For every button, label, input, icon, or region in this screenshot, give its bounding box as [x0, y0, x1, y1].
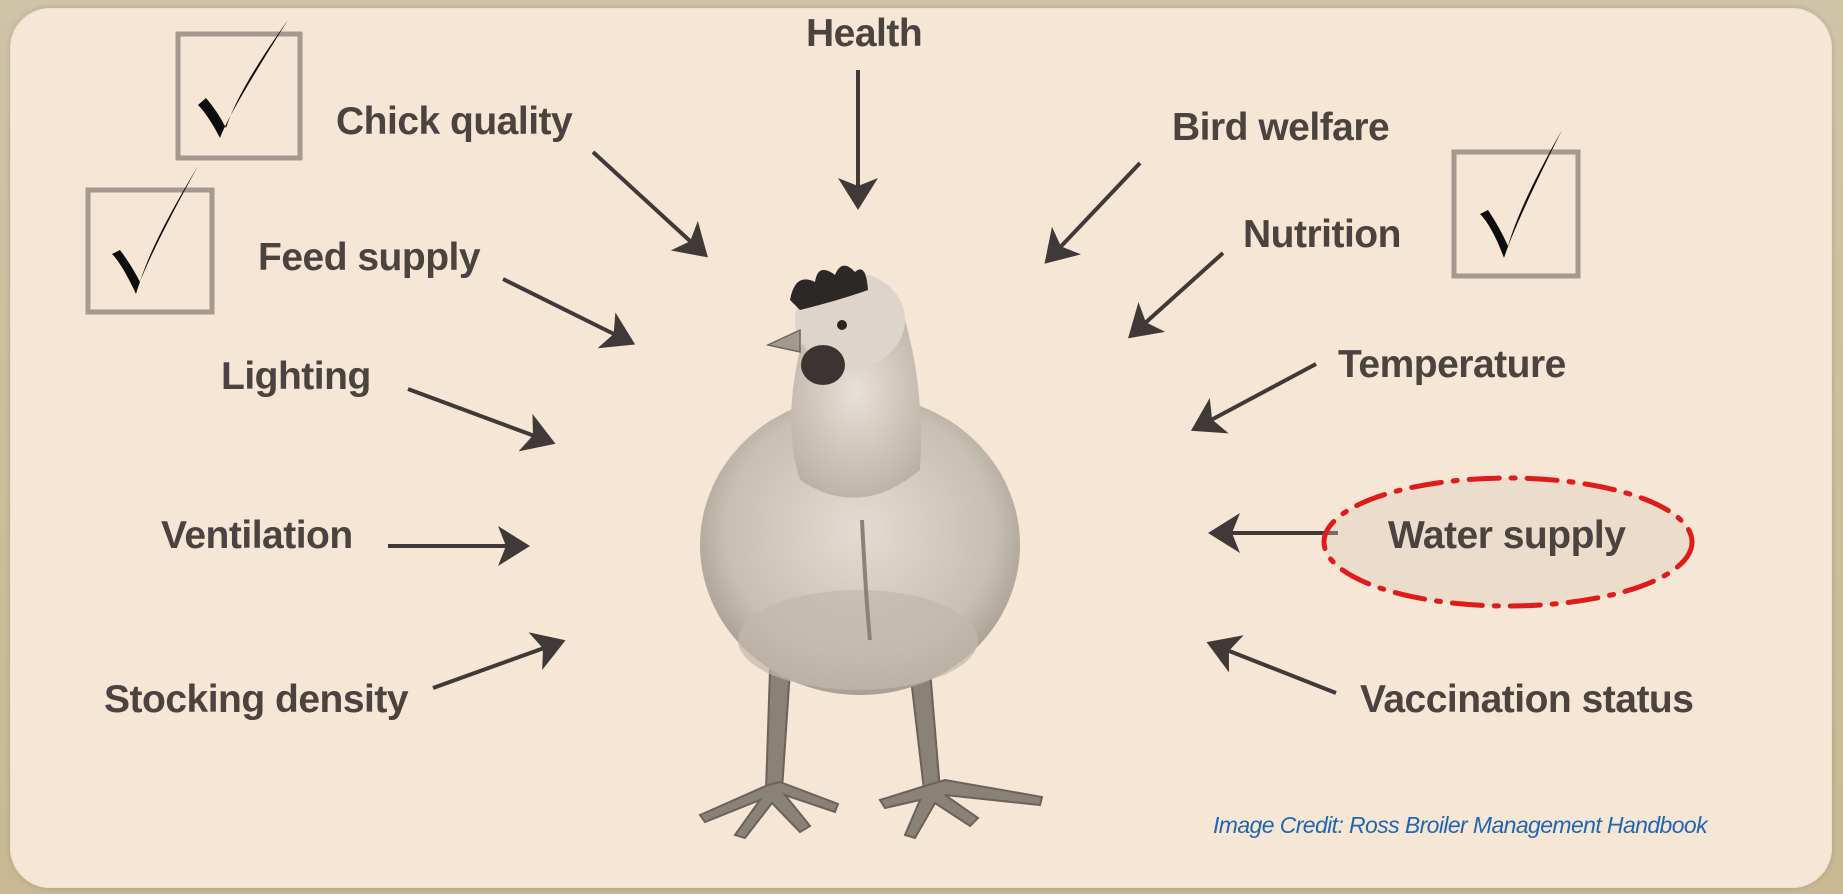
- label-vaccination-status: Vaccination status: [1360, 678, 1693, 722]
- label-health: Health: [806, 12, 922, 56]
- label-temperature: Temperature: [1338, 343, 1566, 387]
- label-stocking-density: Stocking density: [104, 678, 408, 722]
- label-feed-supply: Feed supply: [258, 236, 480, 280]
- label-ventilation: Ventilation: [161, 514, 353, 558]
- label-lighting: Lighting: [221, 355, 371, 399]
- label-bird-welfare: Bird welfare: [1172, 106, 1389, 150]
- label-water-supply: Water supply: [1388, 514, 1625, 558]
- label-nutrition: Nutrition: [1243, 213, 1401, 257]
- image-credit: Image Credit: Ross Broiler Management Ha…: [1213, 812, 1707, 839]
- label-chick-quality: Chick quality: [336, 100, 572, 144]
